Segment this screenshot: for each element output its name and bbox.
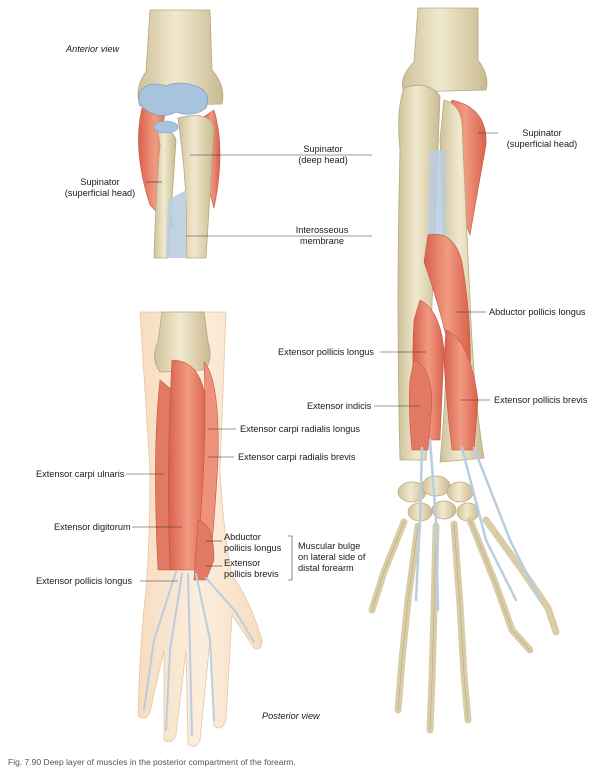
label-line: Muscular bulge (298, 541, 361, 551)
anterior-view-label: Anterior view (66, 44, 120, 54)
label-supinator-superficial-right: Supinator (superficial head) (500, 128, 584, 150)
label-extensor-pollicis-brevis-left: Extensor pollicis brevis (224, 558, 279, 580)
label-line: (superficial head) (506, 139, 578, 149)
label-line: (superficial head) (64, 188, 136, 198)
label-extensor-pollicis-longus-right: Extensor pollicis longus (278, 347, 375, 357)
label-line: pollicis longus (224, 543, 282, 553)
label-extensor-carpi-radialis-brevis: Extensor carpi radialis brevis (238, 452, 356, 462)
label-extensor-pollicis-longus-left: Extensor pollicis longus (36, 576, 133, 586)
label-abductor-pollicis-longus-left: Abductor pollicis longus (224, 532, 281, 554)
label-extensor-digitorum: Extensor digitorum (54, 522, 131, 532)
label-line: distal forearm (298, 563, 354, 573)
label-line: Supinator (303, 144, 343, 154)
label-line: pollicis brevis (224, 569, 279, 579)
label-line: Extensor (224, 558, 261, 568)
posterior-deep-forearm-figure (368, 7, 560, 734)
label-line: Supinator (522, 128, 562, 138)
label-line: Interosseous (295, 225, 349, 235)
figure-caption: Fig. 7.90 Deep layer of muscles in the p… (8, 757, 296, 767)
label-extensor-indicis: Extensor indicis (307, 401, 372, 411)
label-supinator-deep: Supinator (deep head) (290, 144, 356, 166)
label-interosseous-membrane: Interosseous membrane (284, 225, 360, 247)
label-abductor-pollicis-longus: Abductor pollicis longus (489, 307, 586, 317)
label-extensor-carpi-radialis-longus: Extensor carpi radialis longus (240, 424, 361, 434)
label-line: (deep head) (298, 155, 348, 165)
posterior-view-label: Posterior view (262, 711, 320, 721)
leader-lines (126, 132, 498, 582)
posterior-forearm-figure (137, 311, 263, 747)
anterior-forearm-figure (137, 9, 224, 259)
label-extensor-pollicis-brevis-right: Extensor pollicis brevis (494, 395, 588, 405)
label-extensor-carpi-ulnaris: Extensor carpi ulnaris (36, 469, 125, 479)
label-line: Supinator (80, 177, 120, 187)
label-line: on lateral side of (298, 552, 366, 562)
label-line: membrane (300, 236, 344, 246)
label-line: Abductor (224, 532, 261, 542)
label-muscular-bulge: Muscular bulge on lateral side of distal… (298, 541, 365, 574)
label-supinator-superficial-left: Supinator (superficial head) (52, 177, 148, 199)
